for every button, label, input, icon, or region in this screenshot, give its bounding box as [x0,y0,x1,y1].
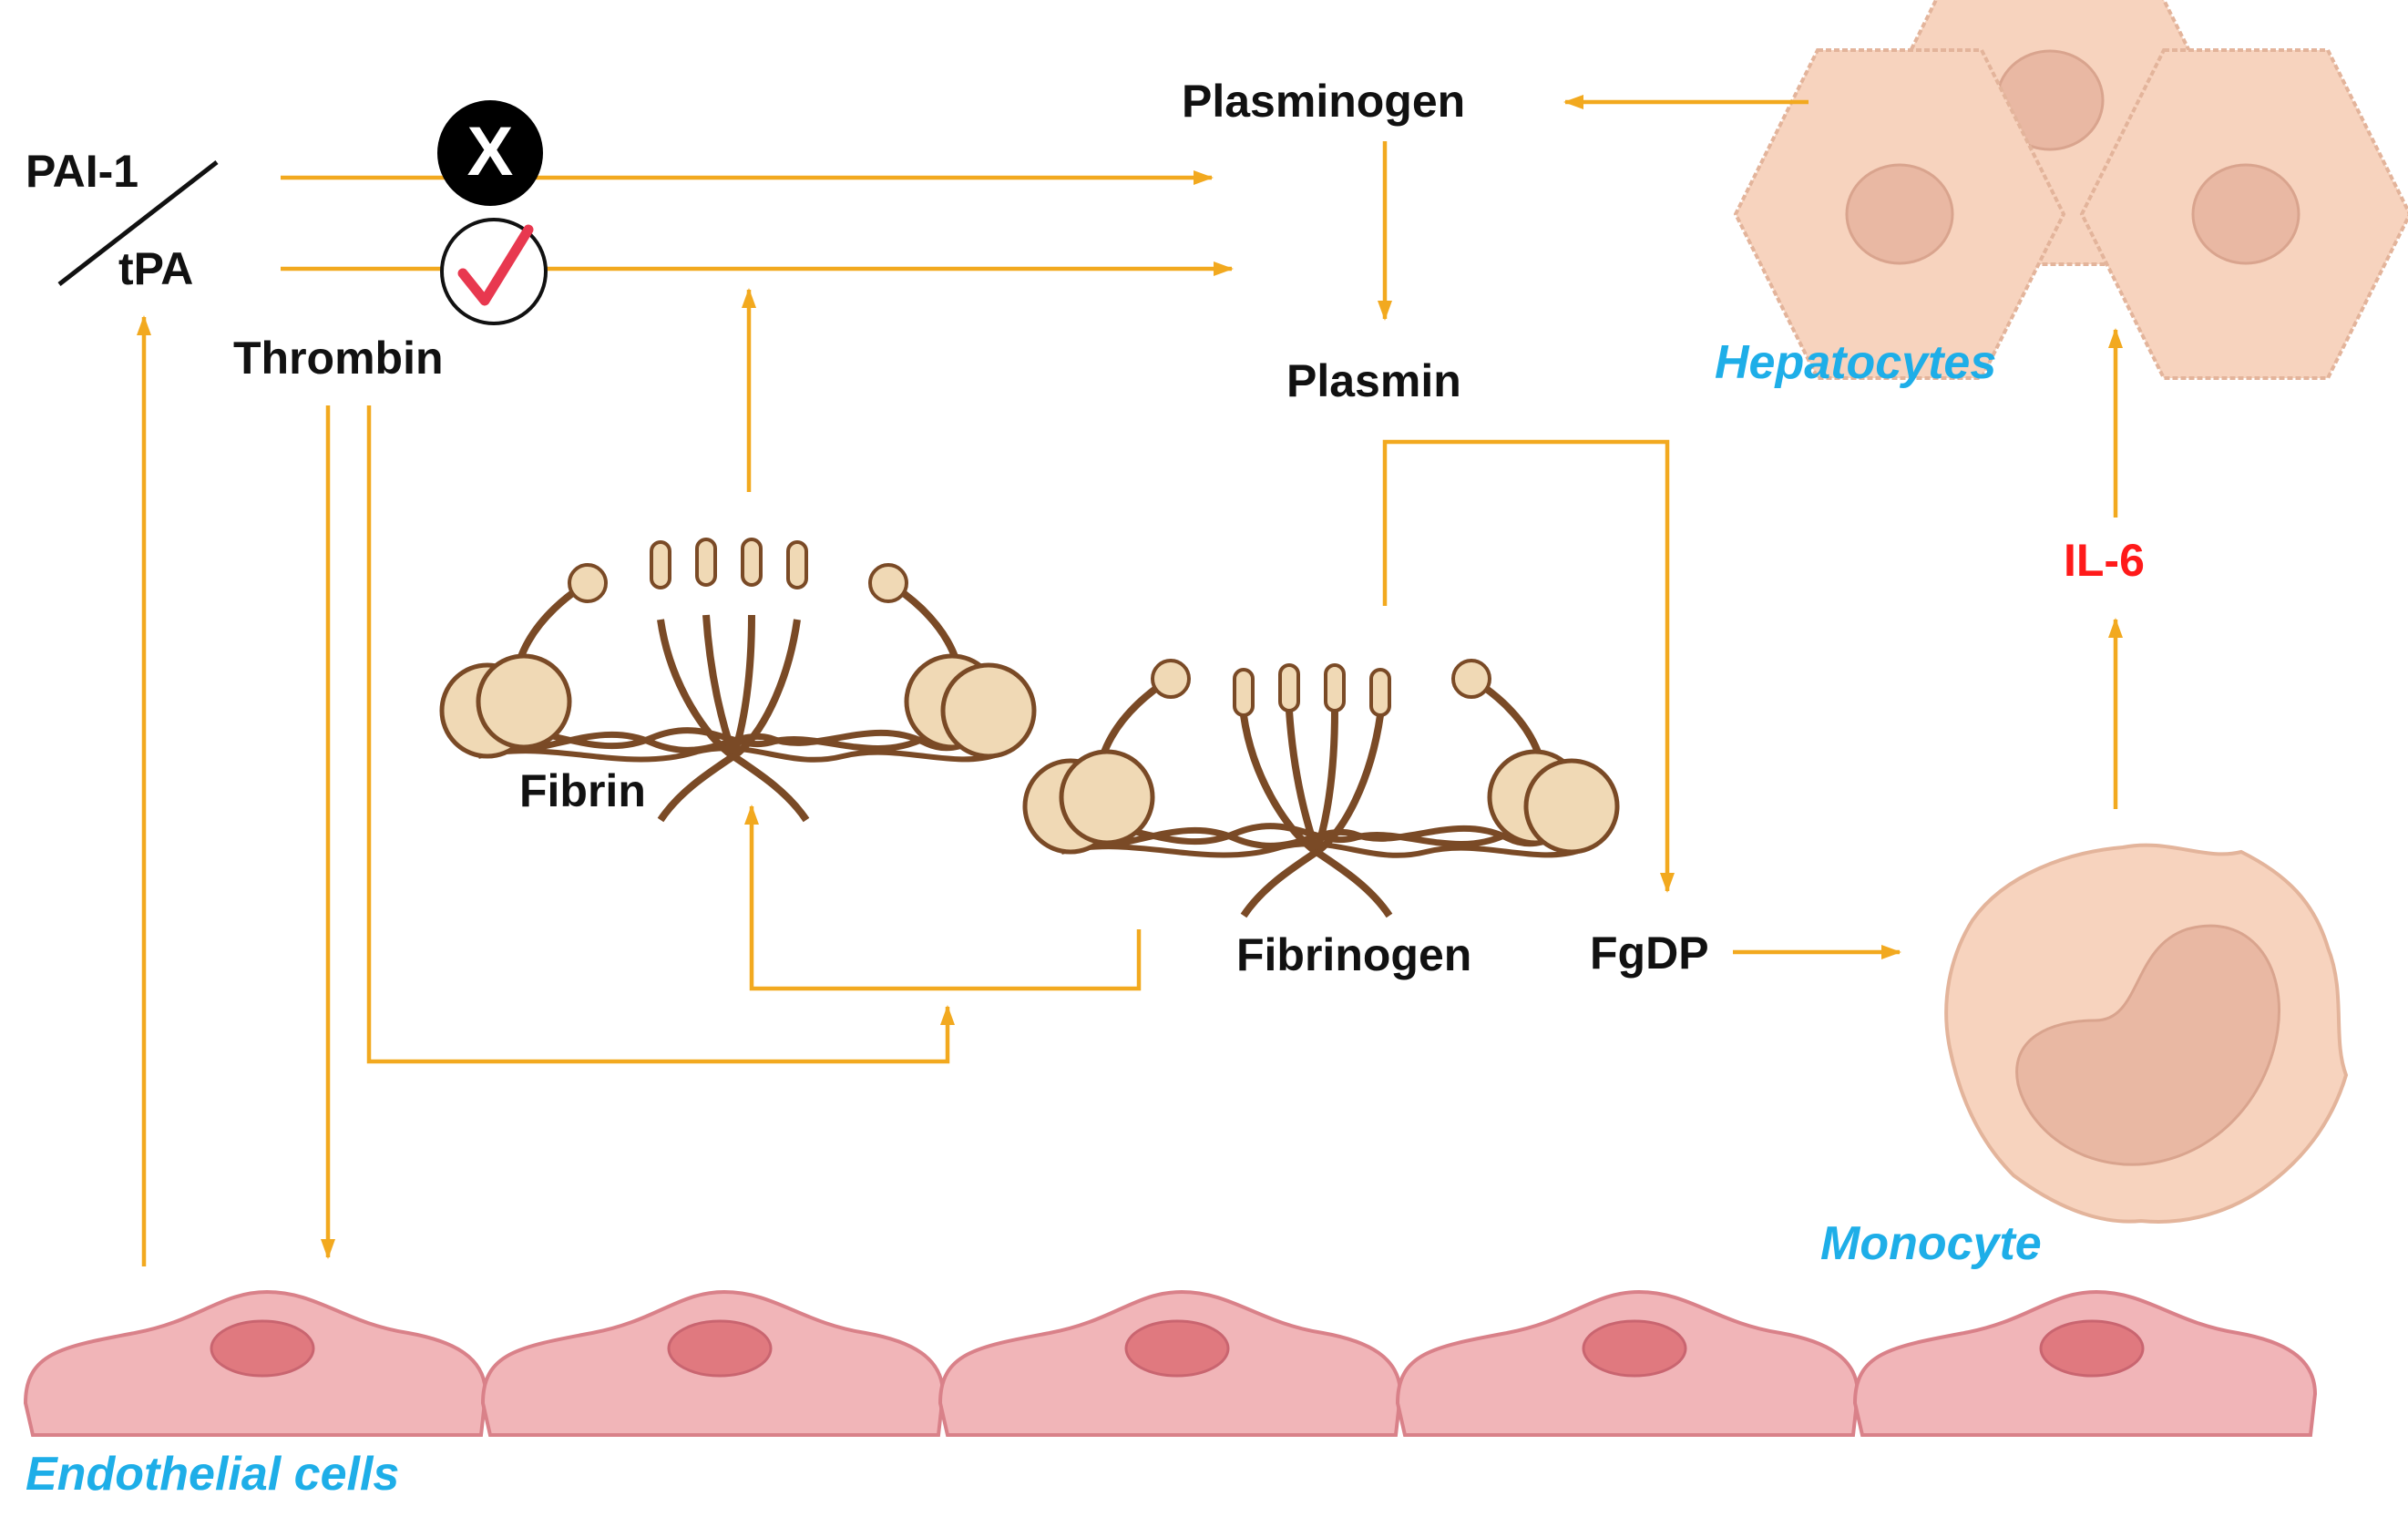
label-plasmin: Plasmin [1286,355,1461,406]
endothelial-cell [1853,1290,2317,1437]
label-pai1: PAI-1 [26,146,138,197]
flow-arrows [137,95,2123,1266]
monocyte-cell [1944,843,2349,1224]
hepatocytes-cluster [1734,0,2408,380]
labels: PAI-1 tPA Thrombin Plasminogen Plasmin F… [26,76,2145,1501]
pai1-tpa-divider [57,160,219,286]
arrow-fibrinogen-to-fibrin [744,805,1142,991]
label-fibrin: Fibrin [519,765,646,816]
endothelial-cell [24,1290,487,1437]
label-plasminogen: Plasminogen [1182,76,1465,127]
label-hepatocytes: Hepatocytes [1715,336,1996,389]
inhibit-symbol: X [437,100,543,206]
endothelial-cell [1396,1290,1860,1437]
fibrin-molecule [442,538,1034,820]
label-monocyte: Monocyte [1820,1217,2042,1270]
arrow-thrombin-to-conversion [366,405,955,1064]
endothelial-cell-row [24,1290,2317,1437]
fibrinogen-molecule [1025,661,1617,916]
label-fibrinogen: Fibrinogen [1236,929,1471,980]
endothelial-cell [481,1290,945,1437]
arrow-plasmin-to-fgdp [1382,439,1675,893]
checkmark-icon [457,224,534,306]
label-thrombin: Thrombin [233,333,444,384]
endothelial-cell [938,1290,1402,1437]
inhibit-mark: X [467,113,514,190]
label-tpa: tPA [118,243,193,294]
label-endothelial-cells: Endothelial cells [26,1448,399,1501]
label-fgdp: FgDP [1590,928,1709,979]
label-il6: IL-6 [2064,535,2145,586]
activate-symbol [440,218,548,325]
